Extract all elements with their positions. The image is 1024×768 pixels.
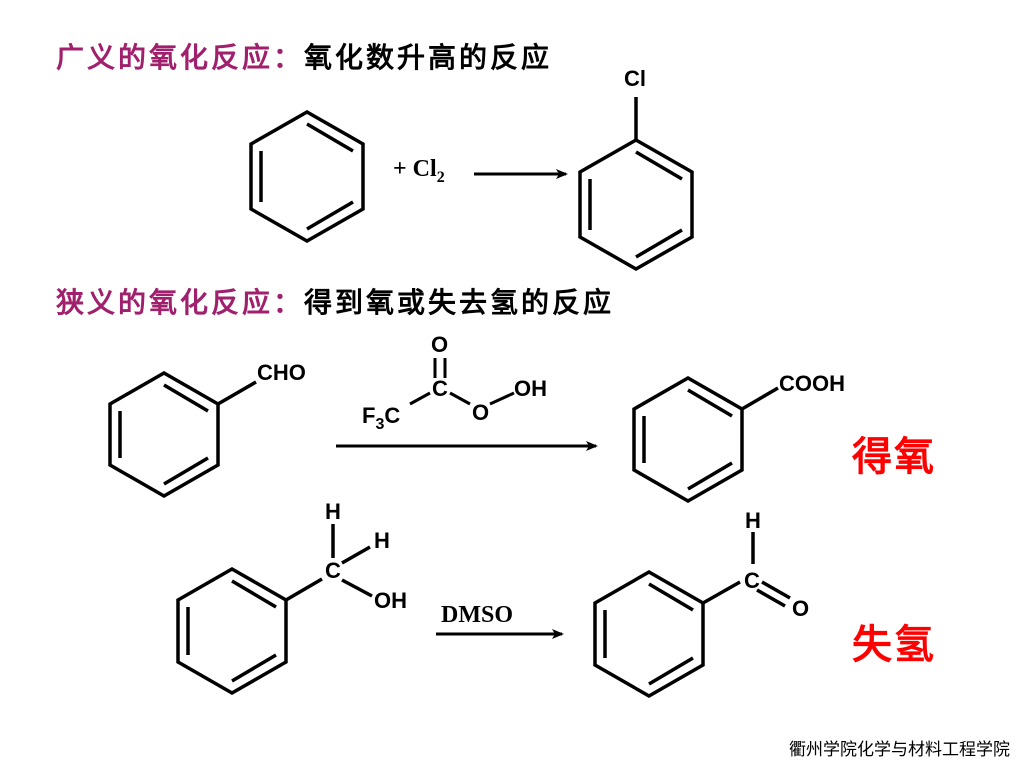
benzene-ring-product-3 [593,532,791,699]
peracid-carbon: C [432,376,448,401]
aldehyde-group-label: CHO [257,360,306,385]
alcohol-h-top: H [325,499,341,524]
alcohol-h-right: H [374,528,390,553]
alcohol-carbon: C [325,558,341,583]
product-aldehyde-h: H [745,508,761,533]
chlorine-substituent-label: Cl [624,66,646,91]
footer-institution: 衢州学院化学与材料工程学院 [789,740,1010,760]
peracid-hydroxyl: OH [514,376,547,401]
tag-gain-oxygen: 得氧 [852,433,936,480]
benzene-ring-reactant-1 [249,109,365,244]
heading-narrow-oxidation: 狭义的氧化反应：得到氧或失去氢的反应 [56,281,614,321]
reagent-peracid-structure [409,358,515,406]
carboxyl-group-label: COOH [779,371,845,396]
peracid-oxygen-top: O [431,332,448,357]
benzene-ring-product-2 [632,375,779,504]
heading-broad-oxidation: 广义的氧化反应：氧化数升高的反应 [56,36,552,76]
benzene-ring-product-1 [578,97,694,272]
benzene-ring-reactant-3 [176,524,373,696]
peracid-oxygen-bridge: O [472,400,489,425]
benzene-ring-reactant-2 [108,370,257,499]
alcohol-hydroxyl: OH [374,588,407,613]
tag-lose-hydrogen: 失氢 [852,621,936,668]
heading-narrow-desc: 得到氧或失去氢的反应 [304,286,615,319]
heading-broad-desc: 氧化数升高的反应 [304,41,553,74]
heading-broad-label: 广义的氧化反应： [56,41,305,74]
peracid-cf3-group: F3C [362,403,400,433]
product-aldehyde-oxygen: O [792,596,809,621]
heading-narrow-label: 狭义的氧化反应： [56,286,305,319]
reagent-chlorine: + Cl2 [393,156,445,186]
product-aldehyde-carbon: C [744,568,760,593]
reagent-dmso: DMSO [441,602,513,628]
